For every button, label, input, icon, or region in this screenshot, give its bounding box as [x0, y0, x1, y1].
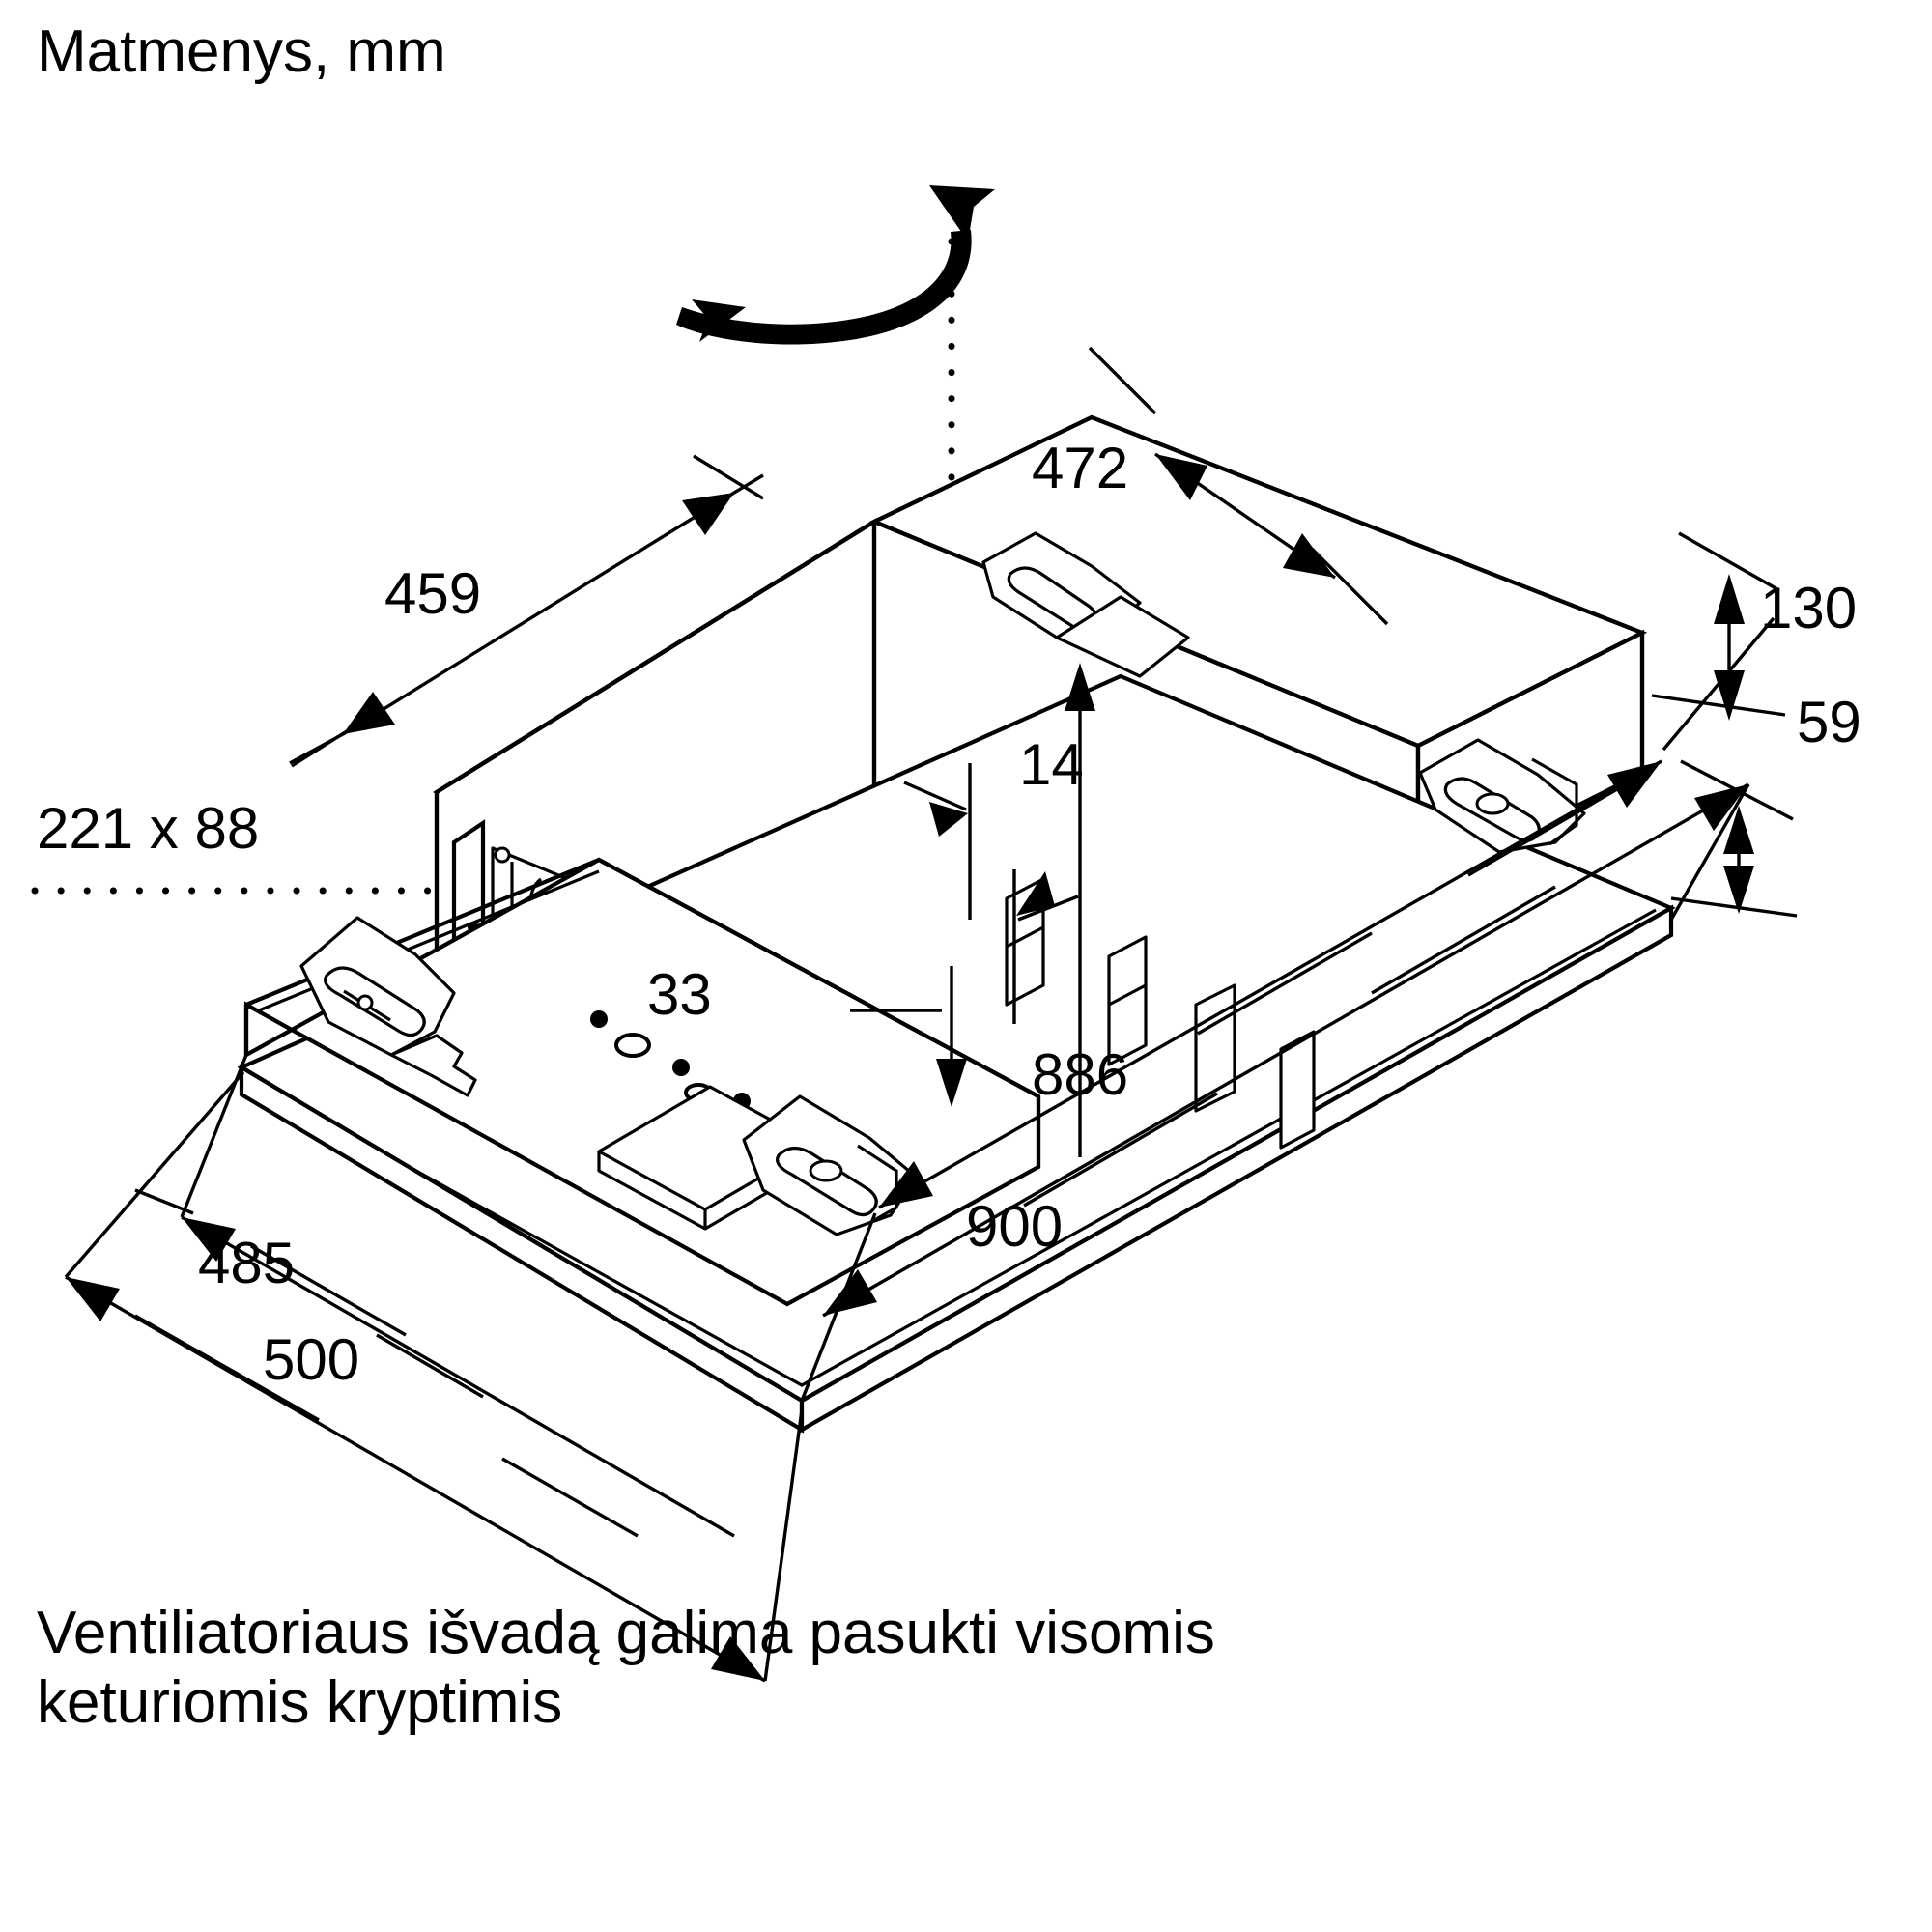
mounting-clip-left: [299, 916, 477, 1097]
witness-lines: [64, 616, 1776, 1682]
footer-note-line-1: Ventiliatoriaus išvadą galima pasukti vi…: [37, 1600, 1215, 1666]
dim-label-221x88: 221 x 88: [37, 796, 260, 861]
dim-label-14: 14: [1019, 732, 1084, 797]
dim-label-459: 459: [384, 561, 482, 626]
footer-note: Ventiliatoriaus išvadą galima pasukti vi…: [37, 1599, 1679, 1738]
leader-886: [878, 759, 1662, 1209]
dim-label-500: 500: [263, 1327, 360, 1392]
leader-472: [1088, 346, 1389, 626]
leader-459: [289, 454, 764, 768]
mounting-clip-right: [1418, 738, 1586, 854]
leader-485: [134, 1188, 735, 1538]
dim-label-900: 900: [966, 1194, 1064, 1259]
dim-label-33: 33: [647, 962, 712, 1027]
leader-33: [850, 663, 1095, 1157]
mounting-clip-rear: [981, 531, 1190, 678]
leader-900: [822, 782, 1749, 1318]
page-title: Matmenys, mm: [37, 18, 446, 85]
dim-label-130: 130: [1760, 576, 1858, 640]
dim-label-886: 886: [1032, 1042, 1129, 1107]
leader-14: [903, 763, 1079, 1024]
dim-label-59: 59: [1797, 690, 1861, 754]
dim-label-485: 485: [198, 1231, 296, 1295]
dim-label-472: 472: [1032, 436, 1129, 500]
leader-59: [1670, 759, 1798, 918]
footer-note-line-2: keturiomis kryptimis: [37, 1668, 563, 1736]
leader-500: [65, 1275, 766, 1683]
rotation-arrow-icon: [676, 185, 995, 345]
hood-base-frame: [237, 673, 1676, 1434]
